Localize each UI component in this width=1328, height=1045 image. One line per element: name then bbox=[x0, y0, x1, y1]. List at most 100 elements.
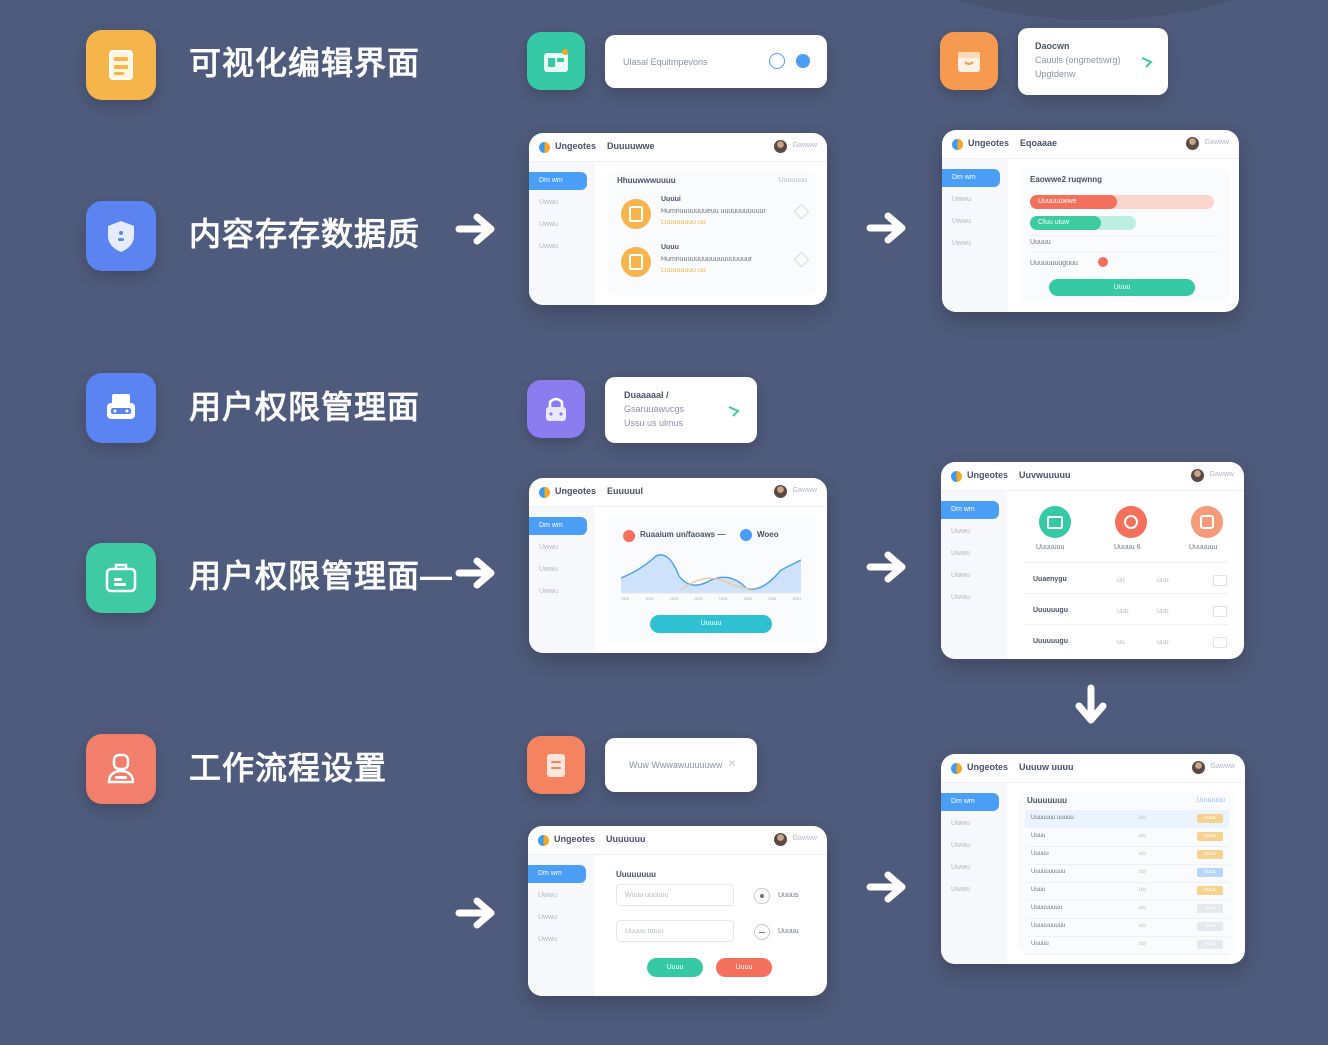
sidebar-item-active[interactable]: Dm wm bbox=[529, 517, 587, 535]
sidebar-item[interactable]: Uwwu bbox=[539, 221, 559, 228]
table-cell-name: Uuuu bbox=[1031, 887, 1046, 893]
sidebar-item-active[interactable]: Dm wm bbox=[941, 793, 999, 811]
radio-icon[interactable] bbox=[754, 888, 770, 904]
close-icon[interactable]: × bbox=[728, 755, 737, 771]
sidebar-item-active[interactable]: Dm wm bbox=[942, 169, 1000, 187]
row-checkbox[interactable] bbox=[1213, 606, 1227, 617]
chart-action-button[interactable]: Uuuuu bbox=[650, 615, 772, 633]
chip-dot-icon[interactable] bbox=[796, 54, 810, 68]
mock-window-dashboard: Ungeotes Uuvwuuuuu Gawww Dm wm Uwwu Uwwu… bbox=[941, 462, 1244, 659]
sidebar-item[interactable]: Uwwu bbox=[538, 892, 558, 899]
row-checkbox[interactable] bbox=[1213, 637, 1227, 648]
feature-label-user-permission-2: 用户权限管理面— bbox=[189, 558, 454, 594]
info-chip-line-1: Cauuls (ongmetswrg) bbox=[1035, 55, 1121, 65]
radio-icon[interactable] bbox=[754, 924, 770, 940]
table-cell-name: Uuuuuuu uuuuu bbox=[1031, 815, 1074, 821]
sidebar-item[interactable]: Uwwu bbox=[952, 218, 972, 225]
status-badge: uuuu bbox=[1197, 922, 1223, 931]
status-badge: uuuu bbox=[1197, 850, 1223, 859]
chart-avatar-icon bbox=[623, 530, 635, 542]
mock-page-title: Euuuuul bbox=[607, 486, 643, 496]
logo-icon bbox=[951, 471, 962, 482]
sidebar-item[interactable]: Uwwu bbox=[951, 886, 971, 893]
search-chip[interactable]: Ulasal Equitmpevons bbox=[605, 35, 827, 88]
mock-page-title: Uuuuuuu bbox=[606, 834, 646, 844]
list-item-title: Uuuu bbox=[661, 244, 679, 251]
table-cell: uu bbox=[1139, 851, 1146, 857]
progress-submit-button[interactable]: Uuuu bbox=[1049, 279, 1195, 296]
app-tile-icon[interactable] bbox=[1115, 506, 1147, 538]
table-cell-name: Uuuuuuuuuu bbox=[1031, 869, 1066, 875]
sidebar-item[interactable]: Uwwu bbox=[951, 572, 971, 579]
form-submit-button[interactable]: Uuuu bbox=[647, 958, 703, 977]
sidebar-item[interactable]: Uwwu bbox=[951, 864, 971, 871]
sidebar-item[interactable]: Uwwu bbox=[951, 528, 971, 535]
avatar[interactable] bbox=[1192, 761, 1205, 774]
progress-bar-1-label: Uuuuuuwwe bbox=[1038, 198, 1077, 205]
form-cancel-button[interactable]: Uuuu bbox=[716, 958, 772, 977]
list-item-title: Uuuui bbox=[661, 196, 681, 203]
sidebar-item-active[interactable]: Dm wm bbox=[529, 172, 587, 190]
item-icon bbox=[621, 247, 651, 277]
list-item-sub: Luuuuuuuu uu bbox=[661, 267, 706, 274]
sidebar-item[interactable]: Uwwu bbox=[538, 936, 558, 943]
status-badge: uuuu bbox=[1197, 814, 1223, 823]
sidebar-item[interactable]: Uwwu bbox=[539, 243, 559, 250]
logo-icon bbox=[538, 835, 549, 846]
avatar[interactable] bbox=[774, 485, 787, 498]
x-tick-label: uuu bbox=[743, 596, 752, 602]
feature-label-content-storage: 内容存存数据质 bbox=[189, 216, 421, 252]
list-item-toggle[interactable] bbox=[793, 203, 810, 220]
info-chip-top[interactable]: Daocwn Cauuls (ongmetswrg) Upgtdenw bbox=[1018, 28, 1168, 95]
user-name: Gawww bbox=[792, 487, 817, 494]
sidebar-item[interactable]: Uwwu bbox=[952, 196, 972, 203]
info-chip-permission[interactable]: Duaaaaal / Gsaruuawucgs Ussu us ulmus bbox=[605, 377, 757, 443]
sidebar-item[interactable]: Uwwu bbox=[539, 199, 559, 206]
user-name: Gawww bbox=[792, 835, 817, 842]
workflow-chip[interactable]: Wuw Wwwawuuuuuww × bbox=[605, 738, 757, 792]
sidebar-item-active[interactable]: Dm wm bbox=[528, 865, 586, 883]
form-input-2[interactable]: Uuuuu uuuu bbox=[616, 920, 734, 942]
sidebar-item[interactable]: Uwwu bbox=[539, 588, 559, 595]
sidebar-item[interactable]: Uwwu bbox=[951, 594, 971, 601]
sidebar-item-active[interactable]: Dm wm bbox=[941, 501, 999, 519]
list-item-toggle[interactable] bbox=[793, 251, 810, 268]
sidebar-item[interactable]: Uwwu bbox=[951, 550, 971, 557]
mock-window-progress: Ungeotes Eqoaaae Gawww Dm wm Uwwu Uwwu U… bbox=[942, 130, 1239, 312]
table-heading: Uuuuuuuu bbox=[1027, 796, 1067, 805]
sidebar-item[interactable]: Uwwu bbox=[952, 240, 972, 247]
app-tile-icon[interactable] bbox=[1191, 506, 1223, 538]
avatar[interactable] bbox=[1191, 469, 1204, 482]
app-tile-icon[interactable] bbox=[1039, 506, 1071, 538]
avatar[interactable] bbox=[774, 140, 787, 153]
feature-label-workflow: 工作流程设置 bbox=[189, 750, 388, 786]
x-tick-label: uuu bbox=[792, 596, 801, 602]
row-checkbox[interactable] bbox=[1213, 575, 1227, 586]
sidebar-item[interactable]: Uwwu bbox=[538, 914, 558, 921]
info-chip-permission-line-1: Gsaruuawucgs bbox=[624, 404, 685, 414]
sidebar-item[interactable]: Uwwu bbox=[539, 566, 559, 573]
logo-icon bbox=[951, 763, 962, 774]
logo-icon bbox=[952, 139, 963, 150]
check-icon bbox=[728, 406, 740, 417]
avatar[interactable] bbox=[1186, 137, 1199, 150]
avatar[interactable] bbox=[774, 833, 787, 846]
sidebar-item[interactable]: Uwwu bbox=[539, 544, 559, 551]
form-input-2-placeholder: Uuuuu uuuu bbox=[625, 928, 664, 935]
form-heading: Uuuuuuuu bbox=[616, 870, 656, 879]
mock-page-title: Uuuuw uuuu bbox=[1019, 762, 1074, 772]
form-input-1[interactable]: Wuuu uuuuuu bbox=[616, 884, 734, 906]
user-name: Gawww bbox=[792, 142, 817, 149]
divider bbox=[1030, 235, 1219, 236]
sidebar-item[interactable]: Uwwu bbox=[951, 842, 971, 849]
sidebar-item[interactable]: Uwwu bbox=[951, 820, 971, 827]
chip-square-icon[interactable] bbox=[769, 53, 785, 69]
